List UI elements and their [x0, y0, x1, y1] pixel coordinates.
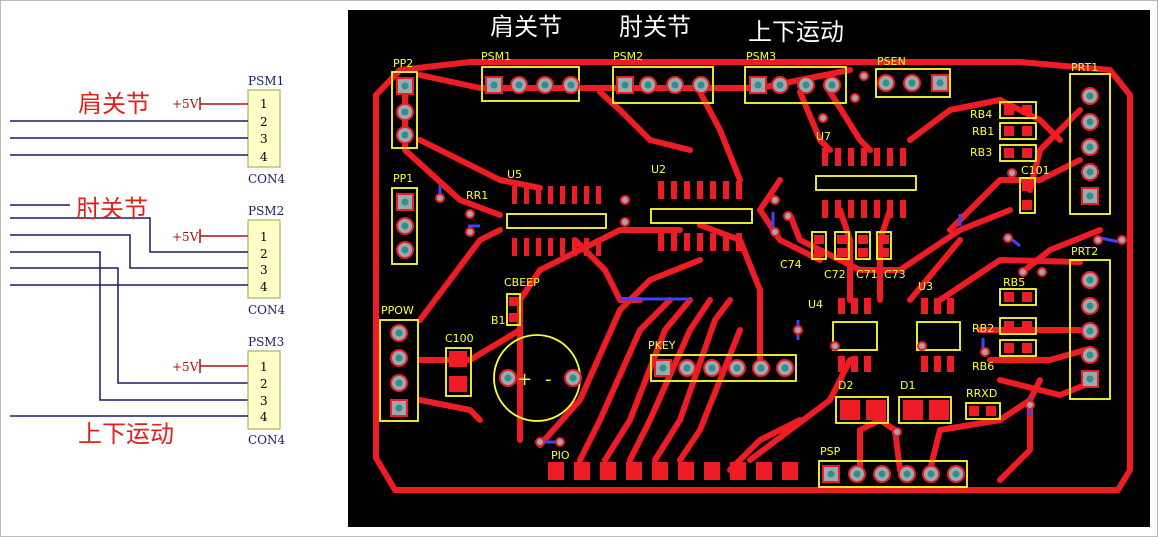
label-cbeep: CBEEP	[504, 276, 540, 289]
label-u3: U3	[918, 280, 933, 293]
label-u7: U7	[816, 130, 831, 143]
psm3-connector: PSM3 1 2 3 4 CON4 +5V	[10, 335, 286, 447]
psm1-footprint: CON4	[248, 172, 286, 186]
label-psm2: PSM2	[613, 50, 643, 63]
vias	[435, 71, 1127, 447]
label-prt2: PRT2	[1071, 245, 1098, 258]
label-rb5: RB5	[1003, 276, 1025, 289]
psm3-footprint: CON4	[248, 433, 286, 447]
psm2-pin4: 4	[260, 280, 268, 294]
label-rb2: RB2	[972, 322, 994, 335]
psm3-pin2: 2	[260, 377, 268, 391]
silkscreen-labels: PP2 PP1 PPOW PSM1 PSM2 PSM3 PSEN PRT1 PR…	[381, 50, 1098, 462]
psm3-ref: PSM3	[248, 335, 284, 349]
label-prt1: PRT1	[1071, 61, 1098, 74]
psm2-footprint: CON4	[248, 303, 286, 317]
label-u2: U2	[651, 163, 666, 176]
psm2-ref: PSM2	[248, 204, 284, 218]
psm2-pin2: 2	[260, 247, 268, 261]
label-pp2: PP2	[393, 57, 413, 70]
label-psen: PSEN	[877, 55, 906, 68]
label-d2: D2	[838, 379, 853, 392]
label-u4: U4	[808, 298, 823, 311]
label-rb4: RB4	[970, 108, 992, 121]
psm2-power: +5V	[172, 230, 199, 244]
label-pio: PIO	[551, 449, 570, 462]
label-psm3: PSM3	[746, 50, 776, 63]
smd-pads	[449, 105, 1032, 480]
label-c100: C100	[445, 332, 474, 345]
psm3-pin1: 1	[260, 360, 268, 374]
psm1-pin2: 2	[260, 115, 268, 129]
schematic-panel: PSM1 1 2 3 4 CON4 +5V 肩关节 PSM2 1 2 3 4 C…	[10, 74, 286, 448]
psm3-pin3: 3	[260, 394, 268, 408]
label-plus: +	[517, 369, 532, 390]
pcb-heading-elbow: 肘关节	[619, 13, 691, 41]
label-u5: U5	[507, 168, 522, 181]
copper-traces	[373, 59, 1133, 493]
psm1-ref: PSM1	[248, 74, 284, 88]
psm2-connector: PSM2 1 2 3 4 CON4 +5V	[10, 204, 286, 401]
psm1-pin1: 1	[260, 97, 268, 111]
label-d1: D1	[900, 379, 915, 392]
label-pp1: PP1	[393, 172, 413, 185]
label-rb3: RB3	[970, 146, 992, 159]
psm1-power: +5V	[172, 97, 199, 111]
psm3-power: +5V	[172, 360, 199, 374]
label-rrxd: RRXD	[966, 387, 997, 400]
label-rb1: RB1	[972, 125, 994, 138]
pcb-heading-updown: 上下运动	[748, 18, 844, 46]
psm3-pin4: 4	[260, 410, 268, 424]
label-rr1: RR1	[466, 189, 488, 202]
label-c71: C71	[856, 268, 878, 281]
psm1-connector: PSM1 1 2 3 4 CON4 +5V	[10, 74, 286, 186]
psm2-pin1: 1	[260, 230, 268, 244]
label-c72: C72	[824, 268, 846, 281]
schematic-heading-elbow: 肘关节	[76, 195, 148, 223]
schematic-heading-updown: 上下运动	[78, 420, 174, 448]
label-psp: PSP	[820, 445, 841, 458]
label-c74: C74	[780, 258, 802, 271]
label-rb6: RB6	[972, 360, 994, 373]
label-b1: B1	[491, 314, 506, 327]
label-psm1: PSM1	[481, 50, 511, 63]
label-pkey: PKEY	[648, 339, 676, 352]
pcb-panel: PP2 PP1 PPOW PSM1 PSM2 PSM3 PSEN PRT1 PR…	[348, 10, 1150, 527]
psm1-pin4: 4	[260, 150, 268, 164]
label-c101: C101	[1021, 164, 1050, 177]
schematic-heading-shoulder: 肩关节	[78, 90, 150, 118]
psm2-pin3: 3	[260, 263, 268, 277]
pcb-heading-shoulder: 肩关节	[490, 13, 562, 41]
label-c73: C73	[884, 268, 906, 281]
through-hole-pads	[390, 74, 1099, 483]
psm1-pin3: 3	[260, 132, 268, 146]
label-ppow: PPOW	[381, 304, 414, 317]
label-minus: -	[545, 369, 552, 390]
